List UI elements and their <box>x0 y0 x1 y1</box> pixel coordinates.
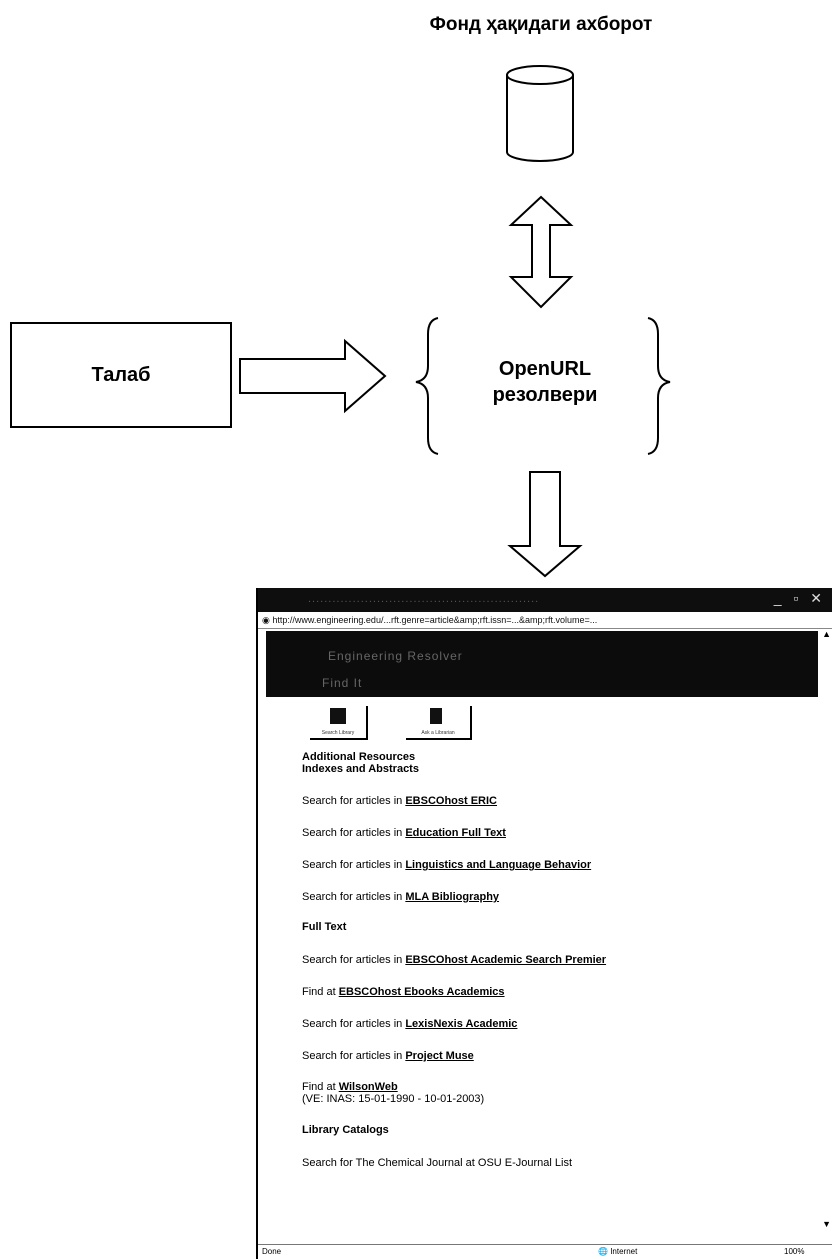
search-library-label: Search Library <box>321 730 355 736</box>
library-icon <box>330 708 346 724</box>
resource-link[interactable]: EBSCOhost Ebooks Academics <box>338 986 505 998</box>
heading-full-text: Full Text <box>302 921 347 933</box>
resource-link[interactable]: Education Full Text <box>405 827 506 839</box>
status-text: Done <box>262 1247 282 1256</box>
scroll-down-icon[interactable]: ▼ <box>822 1219 831 1229</box>
scroll-up-icon[interactable]: ▲ <box>822 629 831 639</box>
window-title-text: ........................................… <box>308 593 540 605</box>
request-box: Талаб <box>10 322 232 428</box>
left-brace <box>415 317 439 455</box>
window-titlebar: ........................................… <box>258 588 832 612</box>
heading-additional-resources: Additional Resources <box>302 751 416 763</box>
vertical-scrollbar[interactable]: ▲ ▼ <box>822 629 832 1229</box>
list-item: Search for articles in MLA Bibliography <box>302 891 500 903</box>
resource-link[interactable]: WilsonWeb <box>338 1081 398 1093</box>
coverage-dates: (VE: INAS: 15-01-1990 - 10-01-2003) <box>302 1093 485 1105</box>
heading-library-catalogs: Library Catalogs <box>302 1124 389 1136</box>
internet-zone: 🌐 Internet <box>598 1247 638 1256</box>
list-item: Search for articles in EBSCOhost ERIC <box>302 795 498 807</box>
list-item: Search for articles in EBSCOhost Academi… <box>302 954 607 966</box>
window-controls[interactable]: _ ▫ ✕ <box>773 590 826 606</box>
arrow-resolver-to-results <box>507 471 583 578</box>
resource-link[interactable]: Project Muse <box>405 1050 474 1062</box>
zoom-level[interactable]: 100% <box>784 1247 805 1256</box>
diagram-title: Фонд ҳақидаги ахборот <box>429 14 653 35</box>
resource-link[interactable]: EBSCOhost ERIC <box>405 795 498 807</box>
list-item: Search for articles in Linguistics and L… <box>302 859 592 871</box>
address-bar[interactable]: ◉ http://www.engineering.edu/...rft.genr… <box>258 612 832 629</box>
list-item: Find at EBSCOhost Ebooks Academics <box>302 986 505 998</box>
resource-link[interactable]: EBSCOhost Academic Search Premier <box>405 954 607 966</box>
diagram-canvas <box>239 65 671 578</box>
catalog-search-link[interactable]: Search for The Chemical Journal at OSU E… <box>302 1157 573 1169</box>
list-item: Find at WilsonWeb <box>302 1081 398 1093</box>
double-arrow-db-resolver <box>508 195 574 309</box>
ask-librarian-label: Ask a Librarian <box>421 730 455 736</box>
resolver-label-line2: резолвери <box>492 384 598 406</box>
librarian-icon <box>430 708 442 724</box>
openurl-resolver: OpenURL резолвери <box>440 356 650 408</box>
banner-line1: Engineering Resolver <box>328 649 463 663</box>
right-brace <box>647 317 671 455</box>
request-label: Талаб <box>91 363 151 386</box>
database-icon <box>506 65 574 162</box>
page-icon: ◉ <box>262 615 270 625</box>
resource-link[interactable]: MLA Bibliography <box>405 891 500 903</box>
resource-link[interactable]: Linguistics and Language Behavior <box>405 859 592 871</box>
address-url[interactable]: http://www.engineering.edu/...rft.genre=… <box>272 615 598 625</box>
list-item: Search for articles in Project Muse <box>302 1050 474 1062</box>
list-item: Search for articles in LexisNexis Academ… <box>302 1018 518 1030</box>
resource-link[interactable]: LexisNexis Academic <box>405 1018 518 1030</box>
ask-librarian-button[interactable]: Ask a Librarian <box>406 706 472 740</box>
heading-indexes: Indexes and Abstracts <box>302 763 419 775</box>
site-banner: Engineering Resolver Find It <box>266 631 818 697</box>
status-bar: Done 🌐 Internet 100% <box>258 1244 832 1259</box>
list-item: Search for articles in Education Full Te… <box>302 827 506 839</box>
arrow-request-to-resolver <box>239 338 387 414</box>
resolver-label-line1: OpenURL <box>498 358 592 380</box>
search-library-button[interactable]: Search Library <box>310 706 368 740</box>
banner-line2: Find It <box>322 676 363 690</box>
browser-window: ........................................… <box>256 588 832 1259</box>
